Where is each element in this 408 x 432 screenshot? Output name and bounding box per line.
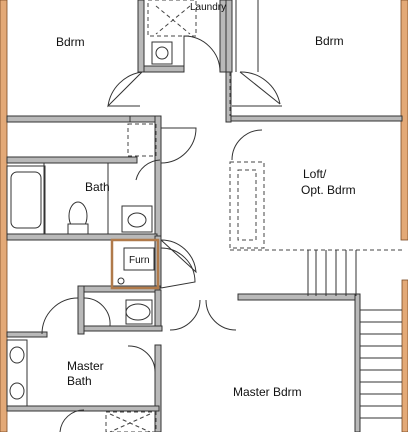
furnace-outline [110,238,160,290]
laundry-fixtures [147,0,259,72]
bdrm-right-label: Bdrm [315,34,344,48]
furnace-box [123,247,155,271]
bath-fixtures [6,163,153,235]
loft-label-line2: Opt. Bdrm [301,183,356,197]
sink-icon-1 [9,346,25,364]
sink-icon-2 [9,382,25,400]
bath-label: Bath [85,180,110,194]
master-bdrm-label: Master Bdrm [233,385,302,399]
loft-label-line1: Loft/ [303,167,327,181]
furnace-vent-icon [117,277,125,285]
master-bath-fixtures [6,299,157,432]
dashed-outlines [127,72,402,251]
master-bath-label-line2: Bath [67,374,92,388]
staircase [307,250,402,419]
master-bath-label-line1: Master [67,359,104,373]
bdrm-left-label: Bdrm [56,35,85,49]
door-swings [41,35,282,432]
laundry-label: Laundry [190,2,226,13]
shower-icon [105,411,157,432]
furn-label: Furn [129,255,150,266]
